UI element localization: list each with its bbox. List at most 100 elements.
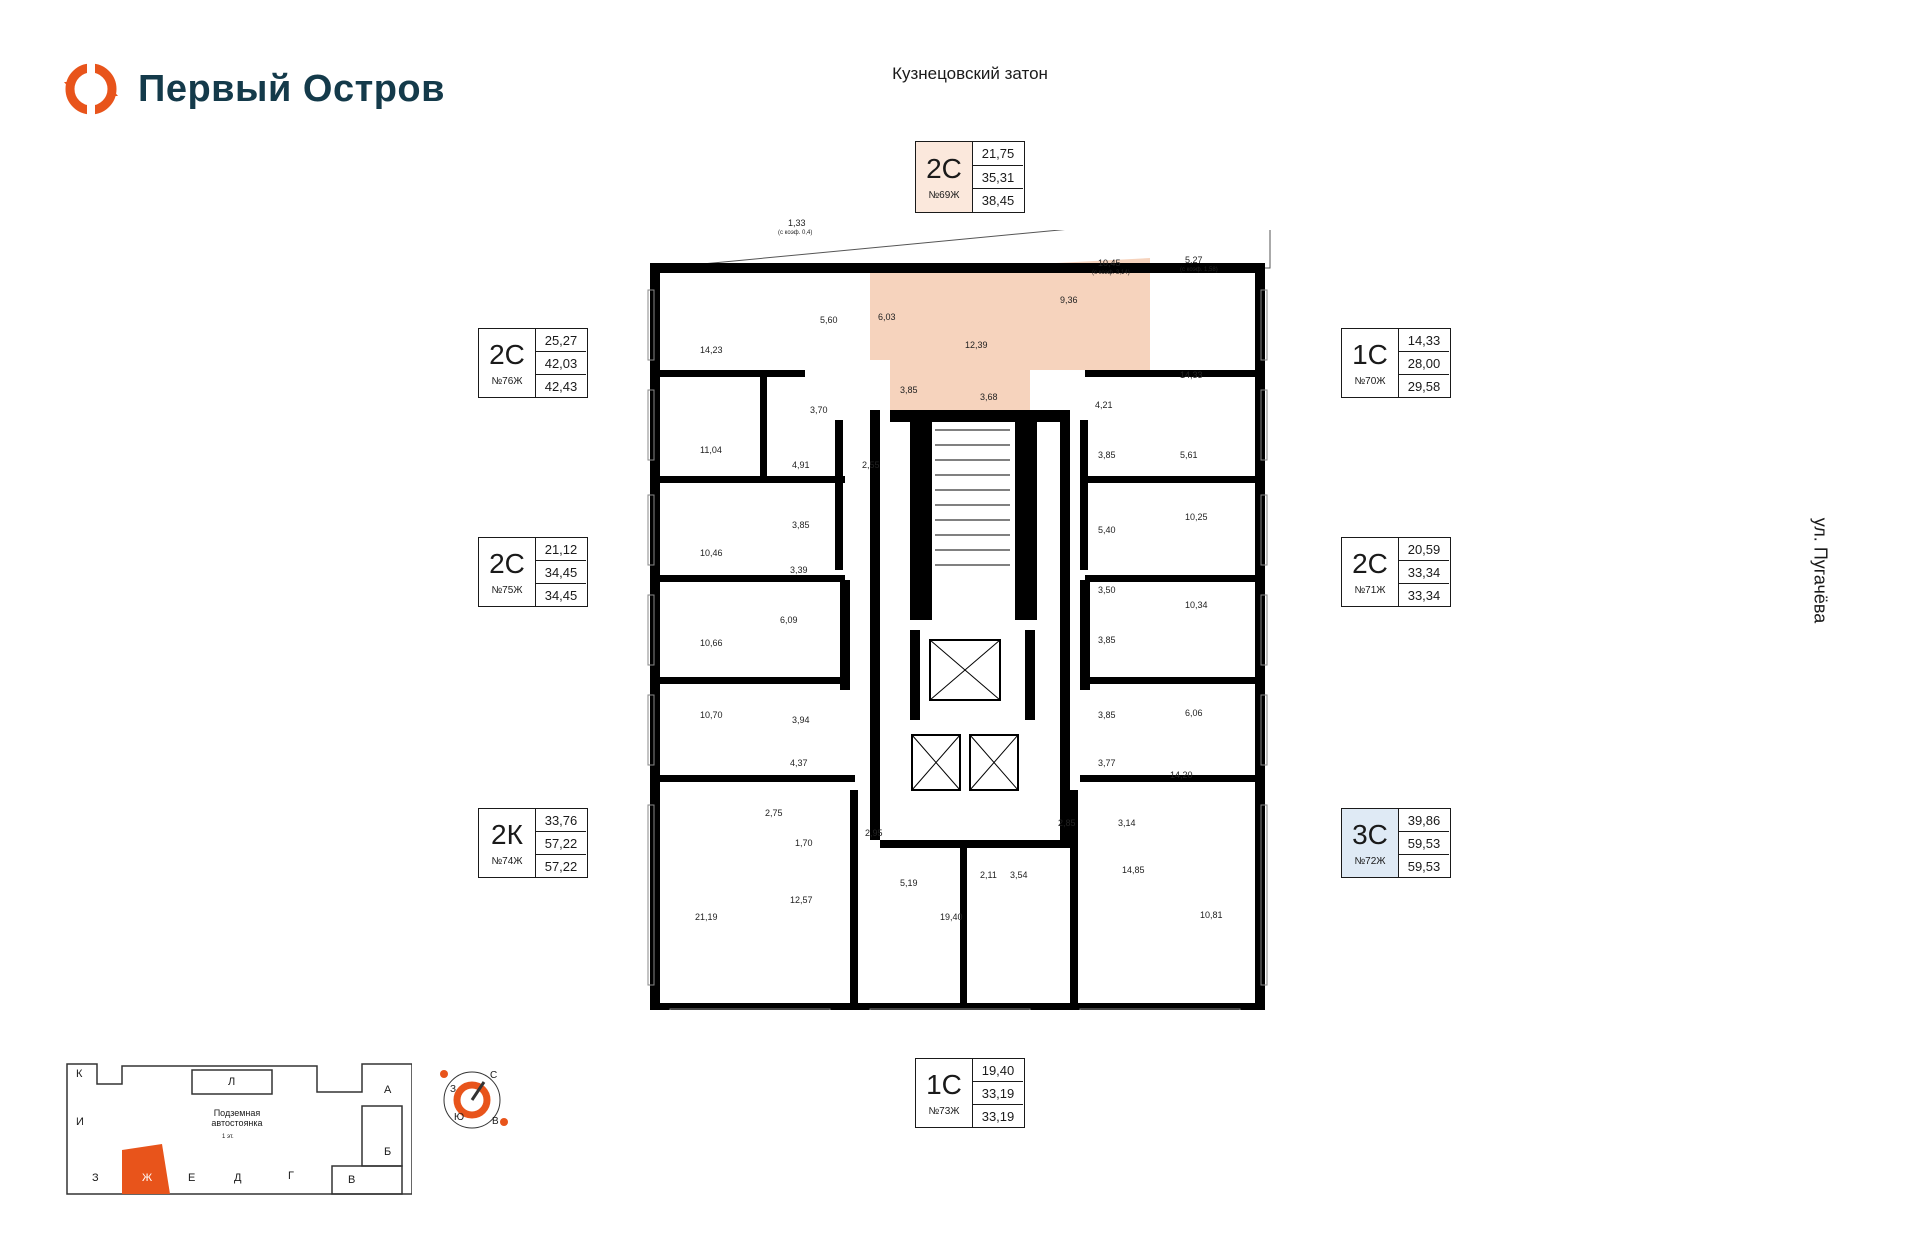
area-with-balcony: 59,53 <box>1407 858 1441 874</box>
living-area: 39,86 <box>1399 809 1449 832</box>
balcony-coef-label: (с коэф. 3,14) <box>1092 270 1130 276</box>
total-area: 35,31 <box>973 166 1023 190</box>
minimap-caption-sub: 1 эт. <box>222 1134 234 1140</box>
apartment-type: 2С <box>489 338 525 370</box>
room-area: 11,04 <box>700 445 722 455</box>
room-area: 12,57 <box>790 895 813 905</box>
room-area: 3,39 <box>790 565 808 575</box>
section-label-active: Ж <box>142 1172 153 1184</box>
apartment-type: 2С <box>1352 547 1388 579</box>
brand-name: Первый Остров <box>138 67 445 110</box>
section-label: А <box>384 1084 392 1096</box>
apartment-number: №75Ж <box>491 584 523 596</box>
area-with-balcony: 42,43 <box>544 378 578 394</box>
logo-icon <box>64 62 118 116</box>
section-label: Г <box>288 1170 294 1182</box>
section-label: Д <box>234 1172 242 1184</box>
room-area: 3,54 <box>1010 870 1028 880</box>
compass-west: З <box>450 1084 457 1095</box>
room-area: 12,39 <box>965 340 988 350</box>
living-area: 19,40 <box>973 1059 1023 1082</box>
total-area: 42,03 <box>536 352 586 375</box>
apartment-number: №72Ж <box>1354 855 1386 867</box>
room-area: 10,34 <box>1185 600 1208 610</box>
room-area: 2,75 <box>765 808 783 818</box>
room-area: 21,19 <box>695 912 718 922</box>
room-area: 10,25 <box>1185 512 1208 522</box>
room-area: 3,85 <box>900 385 918 395</box>
apartment-type: 2С <box>489 547 525 579</box>
area-with-balcony: 33,19 <box>981 1108 1015 1124</box>
room-area: 3,14 <box>1118 818 1136 828</box>
apartment-type: 2К <box>491 818 523 850</box>
apartment-number: №69Ж <box>928 189 960 201</box>
section-label: Е <box>188 1172 196 1184</box>
room-area: 10,66 <box>700 638 723 648</box>
room-area: 3,70 <box>810 405 828 415</box>
apartment-number: №76Ж <box>491 375 523 387</box>
room-area: 4,21 <box>1095 400 1113 410</box>
section-minimap: К Л А И Б З Ж Е Д Г В Подземная автостоя… <box>62 1054 412 1204</box>
apartment-number: №74Ж <box>491 855 523 867</box>
section-label: Б <box>384 1146 392 1158</box>
total-area: 28,00 <box>1399 352 1449 375</box>
room-area: 10,81 <box>1200 910 1223 920</box>
compass-east: В <box>492 1116 499 1127</box>
section-label: В <box>348 1174 356 1186</box>
room-area: 2,95 <box>865 828 883 838</box>
room-area: 6,09 <box>780 615 798 625</box>
apartment-type: 2С <box>926 152 962 184</box>
street-label-right: ул. Пугачёва <box>1810 517 1831 624</box>
living-area: 20,59 <box>1399 538 1449 561</box>
brand-logo: Первый Остров <box>64 62 445 116</box>
living-area: 21,12 <box>536 538 586 561</box>
area-with-balcony: 29,58 <box>1407 378 1441 394</box>
section-label: И <box>76 1116 84 1128</box>
room-area: 2,11 <box>980 870 997 880</box>
living-area: 33,76 <box>536 809 586 832</box>
compass-north: С <box>490 1070 498 1081</box>
total-area: 33,19 <box>973 1082 1023 1105</box>
street-label-top: Кузнецовский затон <box>892 64 1048 83</box>
total-area: 57,22 <box>536 832 586 855</box>
room-area: 3,94 <box>792 715 810 725</box>
room-area: 14,23 <box>700 345 723 355</box>
total-area: 59,53 <box>1399 832 1449 855</box>
room-area: 14,20 <box>1170 770 1193 780</box>
total-area: 34,45 <box>536 561 586 584</box>
section-label: Л <box>228 1076 236 1088</box>
room-area: 5,61 <box>1180 450 1198 460</box>
living-area: 14,33 <box>1399 329 1449 352</box>
compass-south: Ю <box>454 1112 465 1123</box>
room-area: 1,70 <box>795 838 813 848</box>
apartment-type: 1С <box>926 1068 962 1100</box>
balcony-area-label: 10,45 <box>1098 258 1121 268</box>
area-with-balcony: 57,22 <box>544 858 578 874</box>
balcony-area-label: 5,27 <box>1185 255 1203 265</box>
apartment-number: №71Ж <box>1354 584 1386 596</box>
room-area: 3,85 <box>1098 710 1116 720</box>
room-area: 14,33 <box>1180 370 1203 380</box>
area-with-balcony: 33,34 <box>1407 587 1441 603</box>
area-with-balcony: 38,45 <box>981 193 1015 209</box>
room-area: 3,85 <box>792 520 810 530</box>
section-label: К <box>76 1068 83 1080</box>
room-area: 14,85 <box>1122 865 1145 875</box>
room-area: 4,37 <box>790 758 808 768</box>
minimap-caption: Подземная автостоянка <box>211 1108 263 1128</box>
room-area: 3,85 <box>1098 635 1116 645</box>
room-area: 6,03 <box>878 312 896 322</box>
room-area: 5,19 <box>900 878 918 888</box>
balcony-coef-label: (с коэф. 1,58) <box>1180 267 1218 273</box>
room-area: 3,77 <box>1098 758 1116 768</box>
room-area: 19,40 <box>940 912 963 922</box>
room-area: 3,68 <box>980 392 998 402</box>
